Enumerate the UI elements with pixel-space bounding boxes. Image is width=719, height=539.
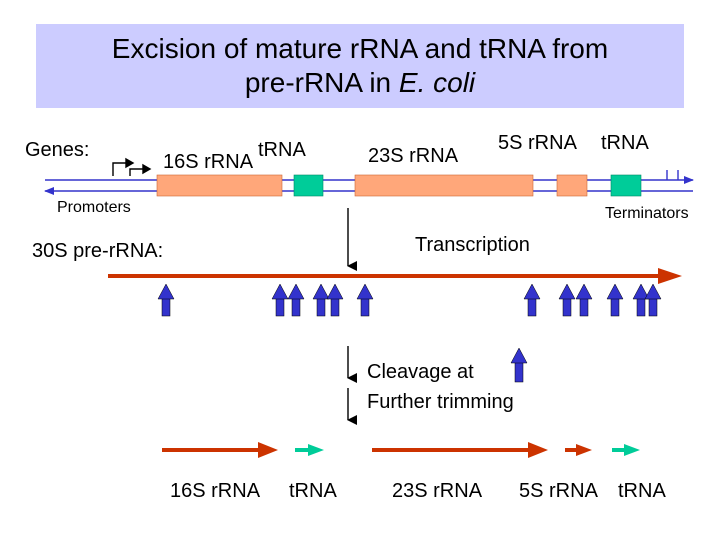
product-5s-arrow xyxy=(565,444,592,456)
terminator-icon xyxy=(666,170,679,180)
cleavage-sites xyxy=(157,283,662,317)
product-label-5s: 5S rRNA xyxy=(519,480,598,502)
cleavage-label: Cleavage at xyxy=(367,361,474,383)
title-line-2-text: pre-rRNA in xyxy=(244,67,399,98)
product-label-trna-2: tRNA xyxy=(618,480,666,502)
gene-box-16s xyxy=(156,174,283,197)
product-trna-2-arrow xyxy=(612,444,640,456)
transcription-label: Transcription xyxy=(415,234,530,256)
cleavage-legend-arrow xyxy=(510,347,528,383)
genes-label: Genes: xyxy=(25,139,90,161)
product-label-23s: 23S rRNA xyxy=(392,480,483,502)
gene-label-trna-2: tRNA xyxy=(601,132,649,154)
gene-label-16s: 16S rRNA xyxy=(163,151,254,173)
product-trna-1-arrow xyxy=(295,444,324,456)
trimming-label: Further trimming xyxy=(367,391,514,413)
product-16s-arrow xyxy=(162,442,278,458)
gene-box-23s xyxy=(354,174,534,197)
title-box: Excision of mature rRNA and tRNA from pr… xyxy=(36,24,684,108)
terminators-label: Terminators xyxy=(605,205,689,222)
cleavage-site-arrow xyxy=(523,283,541,317)
title-organism: E. coli xyxy=(398,67,476,98)
cleavage-site-arrow xyxy=(326,283,344,317)
title-line-2: pre-rRNA in E. coli xyxy=(36,66,684,100)
cleavage-site-arrow xyxy=(632,283,650,317)
cleavage-site-arrow xyxy=(558,283,576,317)
cleavage-site-arrow xyxy=(606,283,624,317)
gene-box-trna-2 xyxy=(610,174,642,197)
product-label-trna-1: tRNA xyxy=(289,480,337,502)
product-23s-arrow xyxy=(372,442,548,458)
gene-label-5s: 5S rRNA xyxy=(498,132,577,154)
cleavage-site-arrow xyxy=(157,283,175,317)
cleavage-site-arrow xyxy=(287,283,305,317)
gene-box-trna-1 xyxy=(293,174,324,197)
cleavage-site-arrow xyxy=(312,283,330,317)
title-line-1: Excision of mature rRNA and tRNA from xyxy=(111,33,609,64)
cleavage-site-arrow xyxy=(356,283,374,317)
pre-rrna-label: 30S pre-rRNA: xyxy=(32,240,164,262)
cleavage-site-arrow xyxy=(644,283,662,317)
gene-label-trna-1: tRNA xyxy=(258,139,306,161)
gene-label-23s: 23S rRNA xyxy=(368,145,459,167)
pre-rrna-transcript xyxy=(108,268,682,284)
product-label-16s: 16S rRNA xyxy=(170,480,261,502)
cleavage-site-arrow xyxy=(575,283,593,317)
promoters-label: Promoters xyxy=(57,199,131,216)
promoter-icon xyxy=(112,157,152,176)
cleavage-site-arrow xyxy=(271,283,289,317)
gene-box-5s xyxy=(556,174,588,197)
